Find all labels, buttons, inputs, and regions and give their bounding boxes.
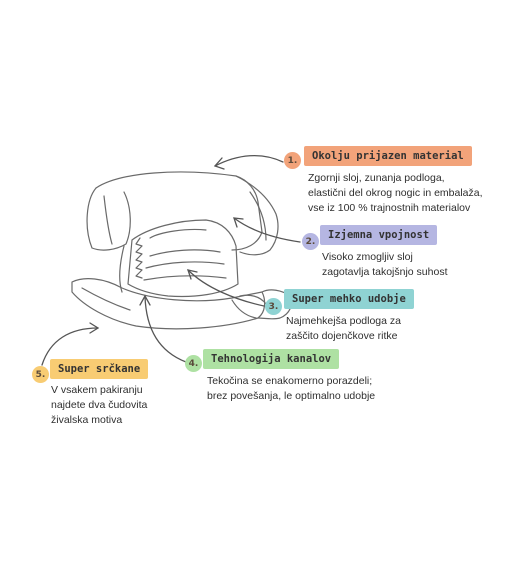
feature-5-line: najdete dva čudovita [51,399,148,411]
feature-3-line: zaščito dojenčkove ritke [286,330,398,342]
feature-2-number: 2. [302,233,319,250]
diaper-left-wing [86,187,131,251]
feature-1-line: vse iz 100 % trajnostnih materialov [308,202,471,214]
arrow-2 [233,217,301,243]
feature-3-title: Super mehko udobje [284,289,414,309]
feature-5-description: V vsakem pakiranju najdete dva čudovita … [51,383,147,428]
arrow-3-head [187,269,198,280]
channel-line [145,261,225,269]
feature-1-line: Zgornji sloj, zunanja podloga, [308,172,445,184]
arrow-4 [144,295,187,363]
channel-line [143,275,227,281]
diaper-front-panel [71,278,266,330]
feature-1-title: Okolju prijazen material [304,146,472,166]
diaper-core [127,219,239,298]
arrow-1 [214,154,284,167]
feature-5-line: V vsakem pakiranju [51,384,143,396]
channel-line [149,249,221,257]
feature-4-description: Tekočina se enakomerno porazdeli; brez p… [207,374,375,404]
arrow-5 [41,327,99,366]
diaper-right-wing [235,175,279,256]
diaper-back-panel [95,171,263,251]
arrow-5-head [89,322,100,334]
feature-2-line: Visoko zmogljiv sloj [322,251,413,263]
feature-5-title: Super srčkane [50,359,149,379]
feature-4-line: brez povešanja, le optimalno udobje [207,390,376,402]
feature-4-title: Tehnologija kanalov [203,349,340,369]
feature-1-line: elastični del okrog nogic in embalaža, [308,187,483,199]
feature-3-line: Najmehkejša podloga za [286,315,401,327]
arrow-3 [187,269,265,307]
feature-2-title: Izjemna vpojnost [320,225,438,245]
feature-1-description: Zgornji sloj, zunanja podloga, elastični… [308,171,483,216]
arrow-4-head [139,294,151,306]
feature-1-number: 1. [284,152,301,169]
feature-3-description: Najmehkejša podloga za zaščito dojenčkov… [286,314,401,344]
feature-4-line: Tekočina se enakomerno porazdeli; [207,375,373,387]
elastic-ruffle [135,237,143,279]
feature-3-number: 3. [265,298,282,315]
feature-5-number: 5. [32,366,49,383]
feature-2-description: Visoko zmogljiv sloj zagotavlja takojšnj… [322,250,448,280]
feature-5-line: živalska motiva [51,414,123,426]
arrow-1-head [213,157,225,170]
feature-4-number: 4. [185,355,202,372]
feature-2-line: zagotavlja takojšnjo suhost [322,266,448,278]
arrow-2-head [233,217,244,228]
